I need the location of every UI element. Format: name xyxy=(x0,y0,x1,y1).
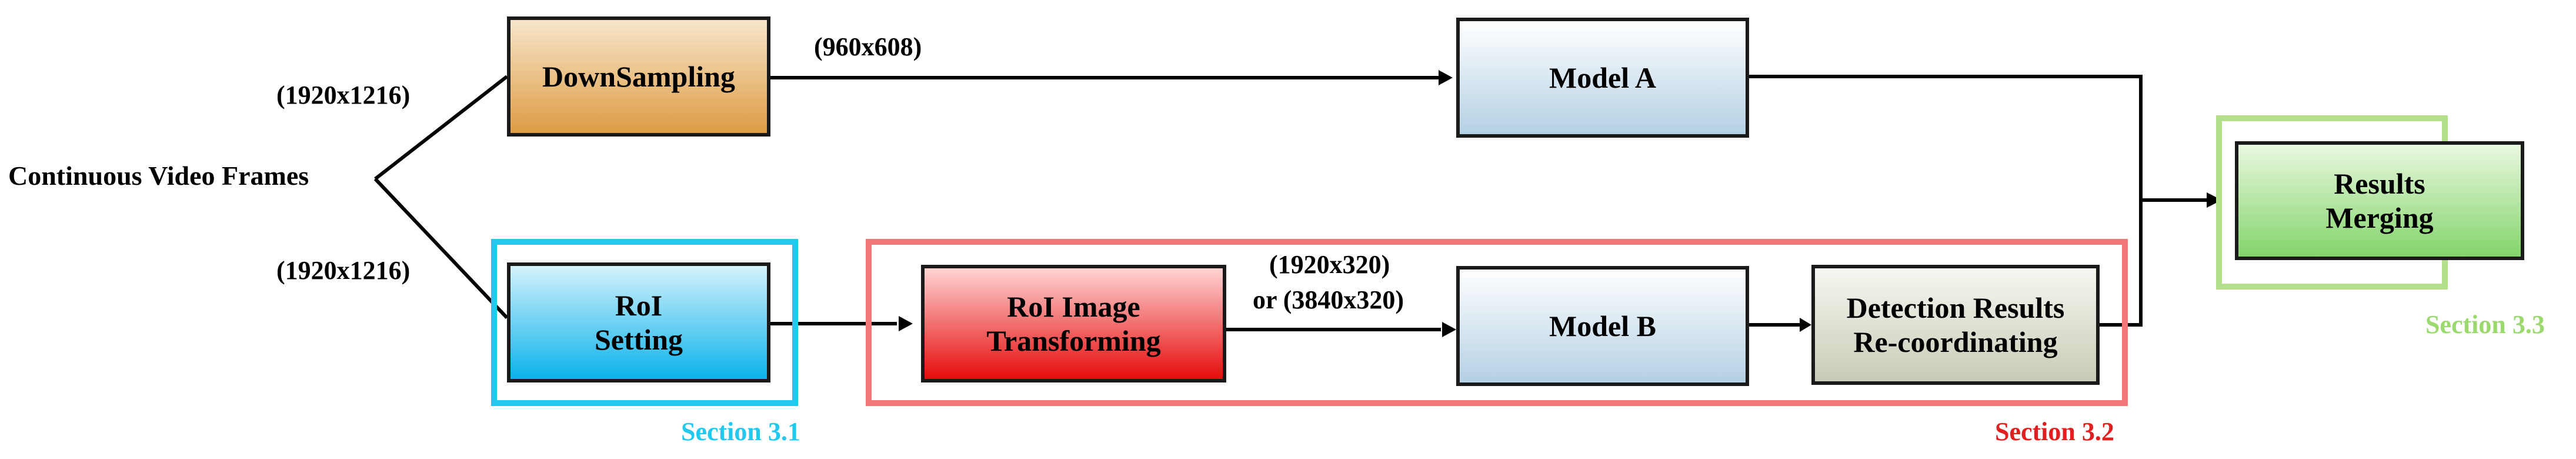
section-3-2-frame xyxy=(866,239,2128,406)
line-model-a-to-merge xyxy=(1749,75,2143,200)
section-3-1-label: Section 3.1 xyxy=(681,417,800,446)
downsampling-box: DownSampling xyxy=(507,16,770,137)
arrowhead-model-a xyxy=(1439,70,1453,85)
recoord-label-2: Re-coordinating xyxy=(1853,325,2058,358)
branch-line-upper xyxy=(374,75,508,181)
model-a-box: Model A xyxy=(1456,18,1749,138)
roi-transform-label-1: RoI Image xyxy=(1007,290,1140,323)
line-recoord-to-merge xyxy=(2100,200,2143,327)
resolution-label-transformed-2: or (3840x320) xyxy=(1253,285,1404,314)
resolution-label-upper: (1920x1216) xyxy=(276,81,411,109)
resolution-label-lower: (1920x1216) xyxy=(276,256,411,285)
section-3-3-label: Section 3.3 xyxy=(2425,310,2545,339)
source-label: Continuous Video Frames xyxy=(8,161,309,191)
results-merging-box: Results Merging xyxy=(2235,141,2524,260)
results-merging-label-1: Results xyxy=(2334,167,2425,200)
model-a-label: Model A xyxy=(1549,61,1656,94)
recoord-label-1: Detection Results xyxy=(1846,291,2065,324)
branch-line-lower xyxy=(373,177,509,320)
section-3-1-frame xyxy=(491,239,798,406)
model-b-label: Model B xyxy=(1549,310,1656,342)
roi-setting-label-2: Setting xyxy=(595,323,683,356)
arrowhead-roi-transform xyxy=(899,316,913,331)
results-merging-label-2: Merging xyxy=(2325,201,2434,234)
model-b-box: Model B xyxy=(1456,266,1749,386)
resolution-label-transformed-1: (1920x320) xyxy=(1269,250,1390,279)
downsampling-label: DownSampling xyxy=(542,60,735,93)
arrowhead-recoord xyxy=(1800,318,1811,332)
arrowhead-merging xyxy=(2207,192,2222,208)
recoord-box: Detection Results Re-coordinating xyxy=(1811,265,2100,385)
section-3-2-label: Section 3.2 xyxy=(1995,417,2114,446)
roi-transform-label-2: Transforming xyxy=(986,324,1161,357)
arrowhead-model-b xyxy=(1442,322,1456,337)
roi-setting-box: RoI Setting xyxy=(507,262,770,382)
roi-transform-box: RoI Image Transforming xyxy=(921,265,1226,382)
resolution-label-downsampled: (960x608) xyxy=(814,32,922,61)
roi-setting-label-1: RoI xyxy=(615,289,663,322)
